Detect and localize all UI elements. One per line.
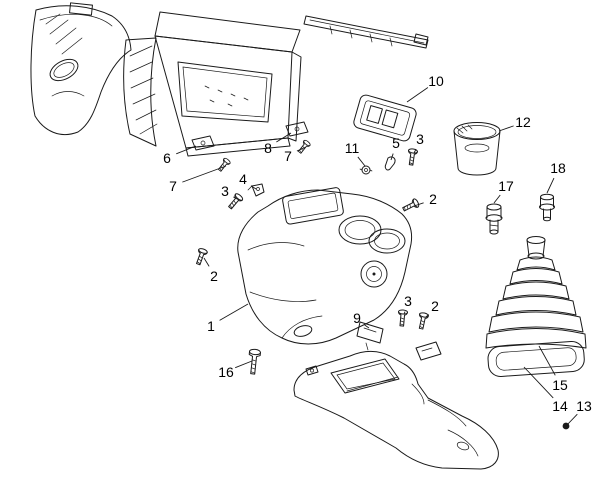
- screw-2-right: [400, 197, 421, 214]
- part-label-2: 2: [431, 298, 439, 314]
- bracket-9: [356, 321, 384, 351]
- screw-7-left: [216, 156, 232, 174]
- shift-boot: [485, 236, 587, 377]
- part-label-2: 2: [210, 268, 218, 284]
- console-upper: [237, 187, 413, 345]
- hatching: [45, 13, 83, 55]
- pillar-section: [123, 37, 158, 147]
- switch-plate: [353, 94, 417, 142]
- round-recess: [360, 260, 388, 288]
- part-label-12: 12: [515, 114, 531, 130]
- screw-2-bottom: [416, 311, 430, 331]
- glovebox-unit: [154, 11, 302, 157]
- part-label-6: 6: [163, 150, 171, 166]
- part-label-17: 17: [498, 178, 514, 194]
- part-label-5: 5: [392, 135, 400, 151]
- hatching: [129, 45, 158, 135]
- screw-3-top: [406, 147, 419, 166]
- bolt-16: [246, 348, 262, 375]
- part-label-3: 3: [221, 183, 229, 199]
- part-label-16: 16: [218, 364, 234, 380]
- screw-2-left: [193, 247, 209, 267]
- part-label-7: 7: [169, 178, 177, 194]
- grille-ticks: [204, 85, 249, 107]
- mount-bracket-right: [415, 341, 442, 361]
- screw-3-bottom: [396, 309, 409, 327]
- radio-blank-panel: [282, 187, 344, 225]
- screw-7-right: [296, 138, 312, 156]
- part-label-2: 2: [429, 191, 437, 207]
- console-lower: [293, 341, 499, 470]
- hook-5: [384, 156, 396, 171]
- part-label-18: 18: [550, 160, 566, 176]
- part-label-3: 3: [404, 293, 412, 309]
- part-label-11: 11: [344, 140, 360, 156]
- part-label-3: 3: [416, 131, 424, 147]
- cupholder-recess: [338, 215, 406, 254]
- dash-trim-strip: [303, 15, 429, 49]
- part-label-10: 10: [428, 73, 444, 89]
- part-label-4: 4: [239, 171, 247, 187]
- grommet-11: [359, 165, 373, 175]
- cup-insert: [453, 122, 501, 176]
- part-label-1: 1: [207, 318, 215, 334]
- clip-4: [247, 183, 265, 197]
- knob-18: [539, 193, 555, 222]
- part-label-13: 13: [576, 398, 592, 414]
- part-label-7: 7: [284, 148, 292, 164]
- part-label-14: 14: [552, 398, 568, 414]
- knob-17: [485, 203, 503, 235]
- clip-6: [191, 135, 215, 151]
- part-label-8: 8: [264, 140, 272, 156]
- part-label-9: 9: [353, 310, 361, 326]
- part-label-15: 15: [552, 377, 568, 393]
- mount-tab-16: [305, 365, 319, 376]
- rim-shading: [456, 124, 473, 134]
- body-fragment: [30, 2, 132, 136]
